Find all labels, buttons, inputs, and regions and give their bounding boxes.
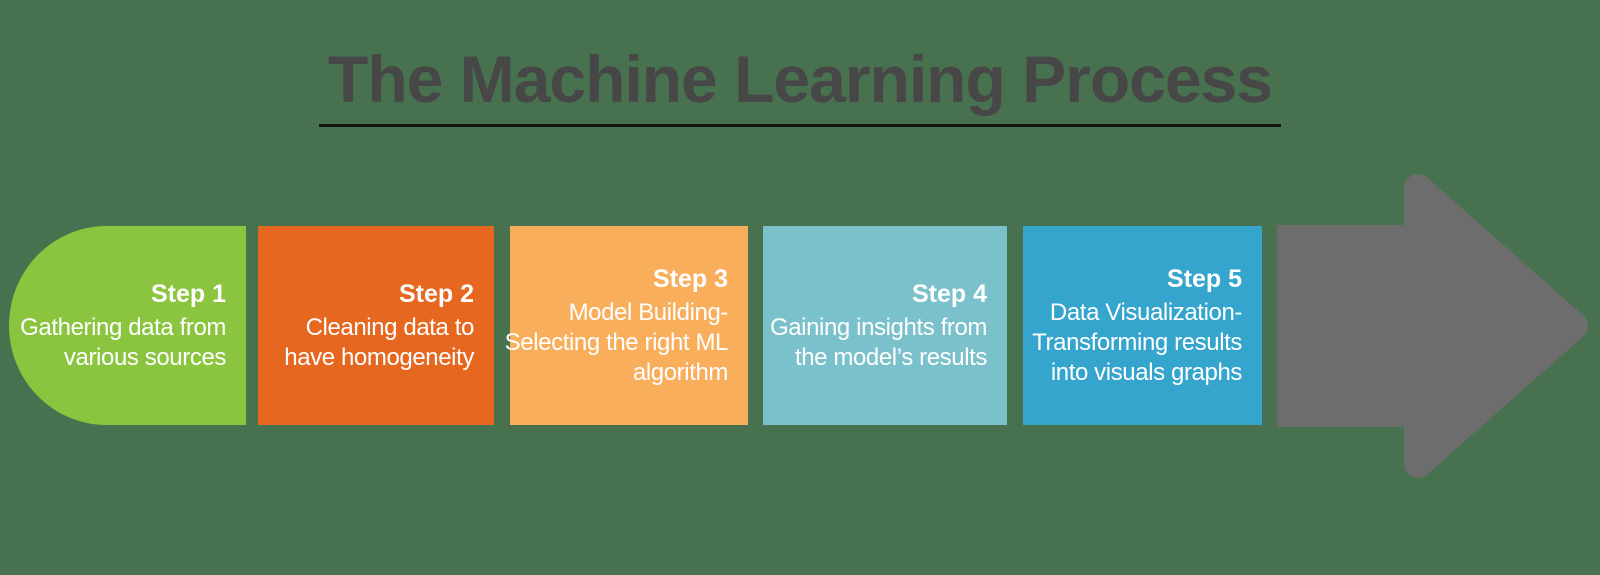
step-1-box: Step 1 Gathering data from various sourc… (9, 226, 246, 425)
title-underline (319, 124, 1281, 127)
step-1-description-line: various sources (63, 344, 226, 371)
step-5-description-line: Data Visualization- (1049, 299, 1242, 326)
step-1-description-line: Gathering data from (20, 314, 226, 341)
flow-arrow-head-shape (1404, 174, 1588, 478)
step-3-description-line: algorithm (632, 359, 729, 386)
flow-arrow-shaft (1277, 225, 1415, 427)
step-5-description-line: into visuals graphs (1050, 359, 1243, 386)
step-2-box: Step 2 Cleaning data to have homogeneity (258, 226, 494, 425)
flow-arrow-head-icon (1404, 174, 1588, 478)
step-3-label: Step 3 (652, 265, 728, 293)
step-4-box: Step 4 Gaining insights from the model’s… (763, 226, 1007, 425)
step-2-description-line: Cleaning data to (305, 314, 475, 341)
step-3-description-line: Model Building- (568, 299, 729, 326)
step-4-label: Step 4 (911, 280, 987, 308)
step-1-label: Step 1 (150, 280, 226, 308)
step-2-label: Step 2 (398, 280, 474, 308)
step-5-description-line: Transforming results (1032, 329, 1242, 356)
step-5-box: Step 5 Data Visualization- Transforming … (1023, 226, 1262, 425)
page-title: The Machine Learning Process (328, 42, 1273, 116)
step-3-box: Step 3 Model Building- Selecting the rig… (505, 226, 748, 425)
step-4-description-line: Gaining insights from (769, 314, 987, 341)
step-3-description-line: Selecting the right ML (504, 329, 729, 356)
step-2-description-line: have homogeneity (284, 344, 474, 371)
title-block: The Machine Learning Process (0, 44, 1600, 127)
step-4-description-line: the model’s results (794, 344, 987, 371)
step-5-label: Step 5 (1166, 265, 1242, 293)
